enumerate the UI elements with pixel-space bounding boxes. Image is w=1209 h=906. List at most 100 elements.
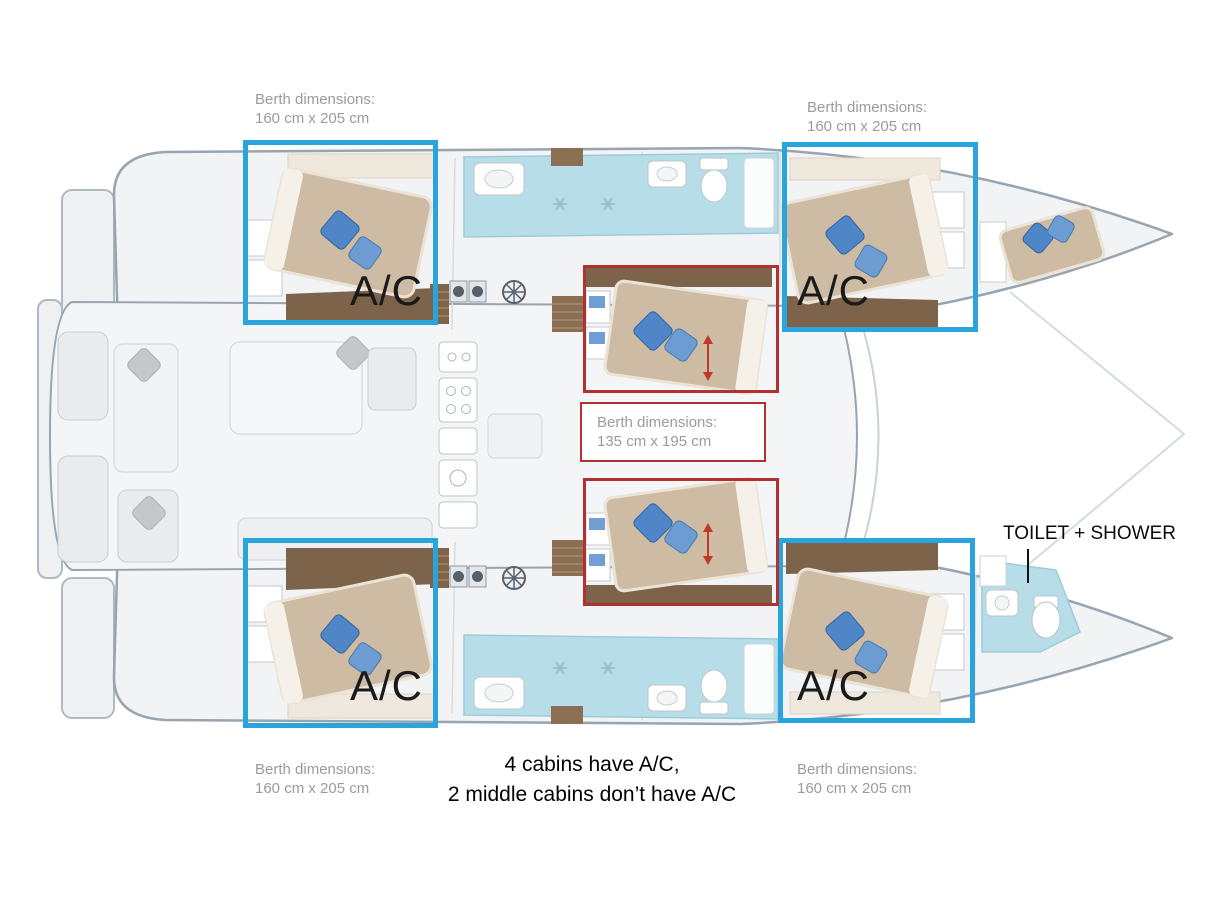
shelf bbox=[789, 691, 941, 715]
berth-note-line2: 135 cm x 195 cm bbox=[597, 433, 712, 450]
cushion bbox=[589, 554, 605, 566]
cabin-floor bbox=[786, 542, 938, 574]
berth-note-line2: 160 cm x 205 cm bbox=[797, 780, 912, 797]
pillow bbox=[825, 215, 865, 255]
toilet-icon bbox=[700, 169, 728, 203]
forward-beam bbox=[859, 317, 880, 555]
cabin-middle-top bbox=[585, 267, 772, 395]
galley-sink bbox=[438, 459, 478, 497]
berth-note-line2: 160 cm x 205 cm bbox=[807, 118, 922, 135]
toilet-tank bbox=[699, 701, 729, 715]
bow-toilet-shower bbox=[979, 555, 1081, 653]
pillow bbox=[1022, 222, 1054, 254]
cabinet bbox=[743, 157, 775, 229]
berth-note-top-left: Berth dimensions: 160 cm x 205 cm bbox=[255, 90, 375, 128]
trampoline-lines bbox=[1009, 291, 1186, 581]
shower-drain-icon bbox=[601, 661, 615, 675]
cushion bbox=[127, 348, 161, 382]
toilet-icon bbox=[1031, 601, 1061, 639]
cushion bbox=[336, 336, 370, 370]
stove bbox=[438, 377, 478, 423]
ac-highlight-bottom-left: A/C bbox=[243, 538, 438, 728]
ac-label: A/C bbox=[797, 662, 871, 709]
ac-label: A/C bbox=[350, 267, 424, 314]
pillow bbox=[633, 503, 673, 543]
berth-note-line1: Berth dimensions: bbox=[807, 99, 928, 116]
cabin-port-aft bbox=[245, 153, 437, 324]
starboard-transom-steps bbox=[61, 577, 115, 719]
cushion bbox=[589, 518, 605, 530]
nav-station bbox=[487, 413, 543, 459]
cabin-starboard-aft bbox=[245, 548, 437, 719]
cabin-floor bbox=[786, 296, 938, 330]
cabinet bbox=[979, 221, 1007, 283]
forepeak-berth bbox=[979, 206, 1106, 284]
toilet-tank bbox=[699, 157, 729, 171]
footer-line1: 4 cabins have A/C, bbox=[504, 753, 680, 776]
mid-cabin-highlight-top bbox=[583, 265, 779, 393]
toilet-shower-label: TOILET + SHOWER bbox=[1003, 523, 1176, 544]
helm-wheel-icon bbox=[502, 566, 526, 590]
berth-note-line1: Berth dimensions: bbox=[597, 414, 718, 431]
shower-drain-icon bbox=[601, 197, 615, 211]
mid-cabin-highlight-bottom bbox=[583, 478, 779, 606]
sink-basin bbox=[656, 166, 678, 182]
toilet-icon bbox=[700, 669, 728, 703]
pillow bbox=[320, 210, 360, 250]
shower-drain-icon bbox=[553, 197, 567, 211]
cabinet bbox=[979, 555, 1007, 587]
ac-highlight-top-right: A/C bbox=[782, 142, 978, 332]
pillow bbox=[664, 328, 698, 362]
salon-table bbox=[229, 341, 363, 435]
pillow bbox=[664, 520, 698, 554]
cockpit-furniture bbox=[57, 331, 179, 563]
cabin-starboard-fwd bbox=[779, 542, 965, 715]
measure-arrow bbox=[703, 335, 713, 381]
pillow bbox=[348, 642, 382, 676]
pillow bbox=[825, 611, 865, 651]
berth-note-bottom-left: Berth dimensions: 160 cm x 205 cm bbox=[255, 760, 375, 798]
sink-basin bbox=[994, 595, 1010, 611]
bathroom-starboard bbox=[463, 634, 779, 720]
berth-note-line1: Berth dimensions: bbox=[255, 91, 376, 108]
sink-basin bbox=[484, 683, 514, 703]
sink-basin bbox=[656, 690, 678, 706]
berth-note-line1: Berth dimensions: bbox=[255, 761, 376, 778]
berth-note-line2: 160 cm x 205 cm bbox=[255, 110, 370, 127]
cushion bbox=[132, 496, 166, 530]
toilet-pointer-line bbox=[1027, 549, 1029, 583]
appliances-bottom bbox=[449, 565, 526, 590]
pillow bbox=[854, 244, 888, 278]
cabinet bbox=[743, 643, 775, 715]
single-bed bbox=[998, 206, 1106, 284]
measure-arrow bbox=[703, 523, 713, 565]
pillow bbox=[1047, 215, 1075, 243]
cabin-middle-bottom bbox=[585, 477, 772, 605]
footer-line2: 2 middle cabins don’t have A/C bbox=[447, 783, 737, 806]
pillow bbox=[854, 640, 888, 674]
berth-note-middle: Berth dimensions: 135 cm x 195 cm bbox=[580, 402, 766, 462]
berth-note-bottom-right: Berth dimensions: 160 cm x 205 cm bbox=[797, 760, 917, 798]
berth-note-top-right: Berth dimensions: 160 cm x 205 cm bbox=[807, 98, 927, 136]
shelf bbox=[789, 157, 941, 181]
pillow bbox=[320, 614, 360, 654]
footer-caption: 4 cabins have A/C, 2 middle cabins don’t… bbox=[292, 750, 892, 810]
pillow bbox=[633, 311, 673, 351]
pillow bbox=[348, 236, 382, 270]
sink-basin bbox=[484, 169, 514, 189]
berth-note-line1: Berth dimensions: bbox=[797, 761, 918, 778]
appliances-top bbox=[449, 280, 526, 304]
berth-note-line2: 160 cm x 205 cm bbox=[255, 780, 370, 797]
shower-drain-icon bbox=[553, 661, 567, 675]
galley bbox=[438, 341, 478, 529]
ac-label: A/C bbox=[350, 662, 424, 709]
shelf bbox=[287, 693, 435, 719]
cushion bbox=[589, 332, 605, 344]
cushion bbox=[589, 296, 605, 308]
cabin-port-fwd bbox=[779, 157, 965, 330]
ac-highlight-bottom-right: A/C bbox=[778, 538, 975, 723]
ac-highlight-top-left: A/C bbox=[243, 140, 438, 325]
ac-label: A/C bbox=[797, 267, 871, 314]
